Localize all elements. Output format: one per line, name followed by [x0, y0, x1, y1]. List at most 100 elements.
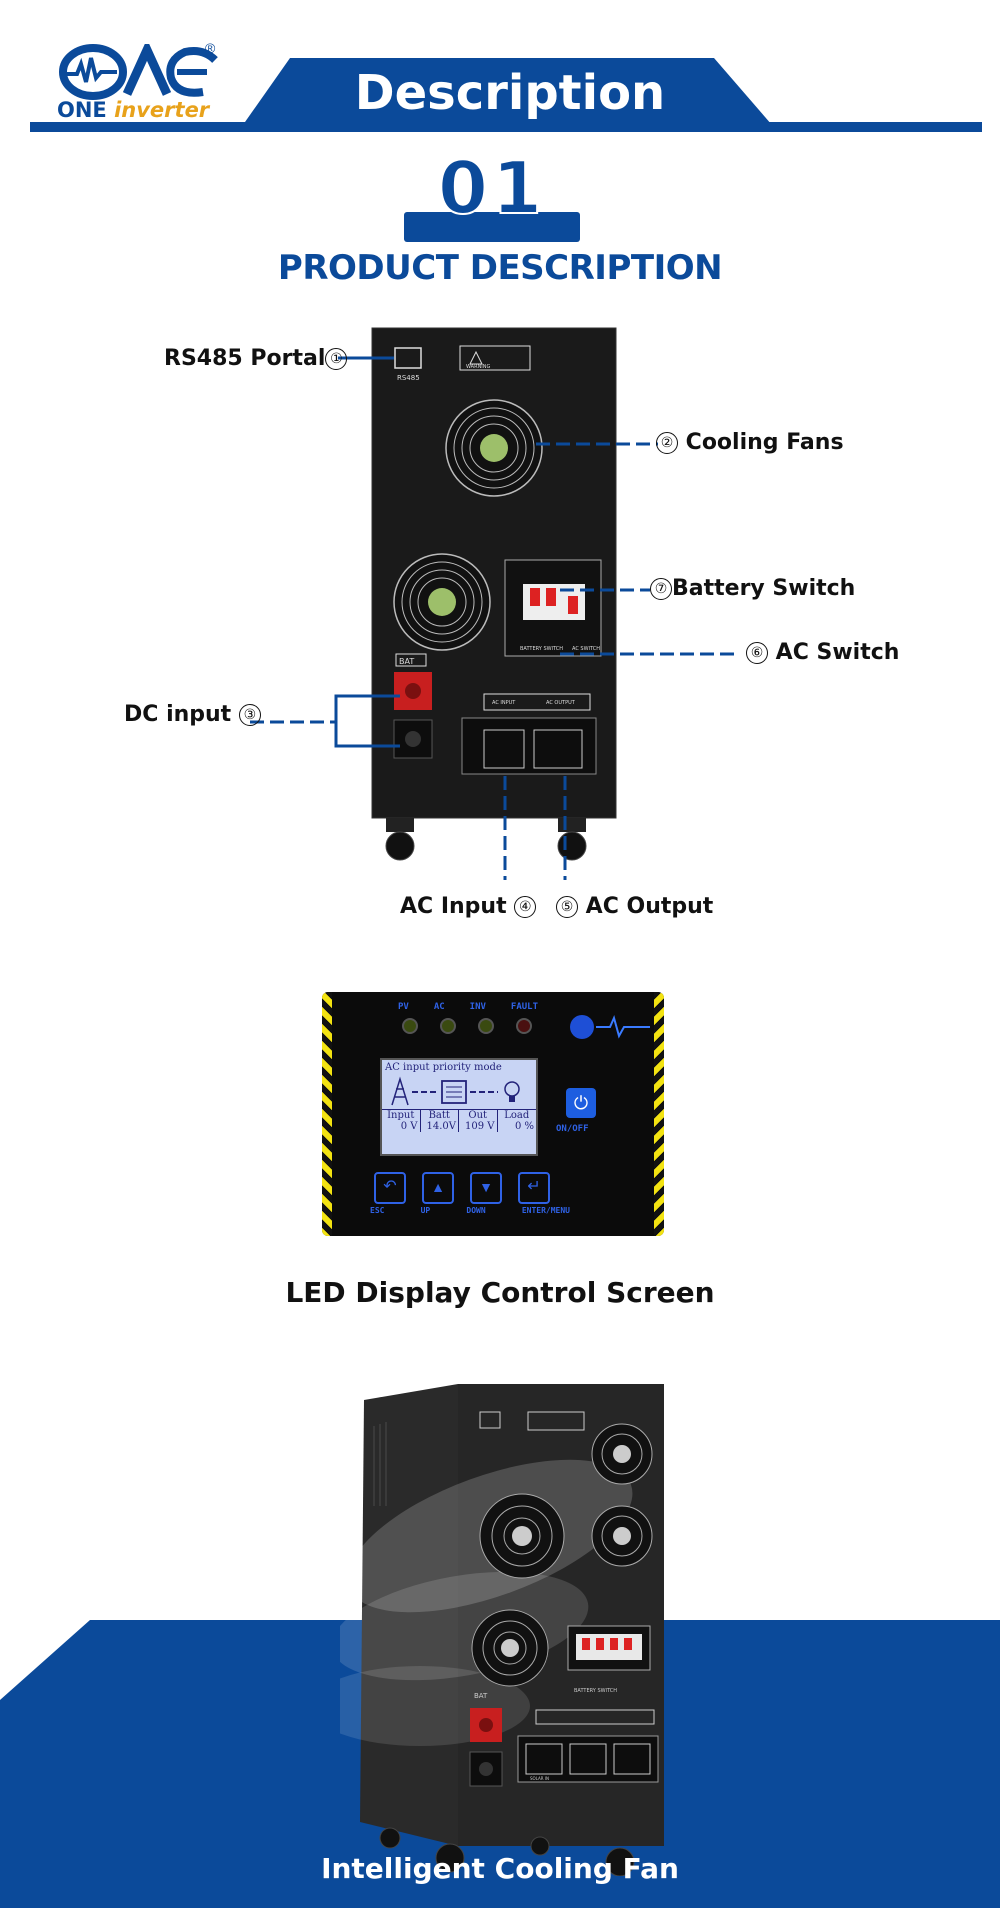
lcd-header-load: Load	[504, 1110, 530, 1121]
led-ac	[440, 1018, 456, 1034]
cooling-fan-icon	[471, 1609, 549, 1687]
bottom-caption: Intelligent Cooling Fan	[321, 1852, 679, 1885]
cooling-fan-icon	[393, 553, 491, 651]
callout-ac-output: ⑤ AC Output	[556, 894, 713, 919]
ac-switch-text: AC SWITCH	[572, 646, 600, 652]
callout-label: Battery Switch	[672, 576, 856, 601]
indicator-ac-label: AC	[433, 1002, 445, 1012]
callout-number: ②	[656, 432, 678, 454]
callout-cooling-fans: ② Cooling Fans	[656, 430, 844, 455]
caster-wheel-icon	[385, 818, 415, 861]
callout-number: ⑦	[650, 578, 672, 600]
lcd-header-input: Input	[382, 1110, 421, 1121]
callout-label: AC Output	[585, 894, 714, 919]
ac-input-terminal	[569, 1743, 607, 1775]
lcd-header-batt: Batt	[421, 1110, 459, 1121]
section-number: 01	[437, 146, 547, 230]
battery-switch-text: BATTERY SWITCH	[574, 1688, 617, 1694]
registered-mark: ®	[205, 40, 216, 56]
up-label: UP	[420, 1206, 431, 1215]
led-inv	[478, 1018, 494, 1034]
led-fault	[516, 1018, 532, 1034]
lcd-value-out: 109 V	[459, 1121, 498, 1132]
rs485-port-icon	[394, 347, 422, 369]
enter-arrow-icon: ↵	[527, 1178, 541, 1195]
lcd-caption: LED Display Control Screen	[285, 1276, 715, 1309]
dc-input-bracket	[334, 694, 400, 748]
caster-wheel-icon	[530, 1836, 550, 1856]
lcd-screen: AC input priority mode Input Batt Out Lo…	[380, 1058, 538, 1156]
warning-label	[527, 1411, 585, 1431]
pylon-icon	[391, 1076, 409, 1106]
callout-ac-switch: ⑥ AC Switch	[746, 640, 899, 665]
lcd-readings-table: Input Batt Out Load 0 V 14.0V 109 V 0 %	[382, 1109, 536, 1132]
led-pv	[402, 1018, 418, 1034]
product-front-diagram: RS485 WARNING BATTERY SWITCH AC SWITCH B…	[250, 327, 740, 880]
dc-negative-terminal	[469, 1751, 503, 1787]
leader-lines	[250, 356, 740, 880]
rs485-port-icon	[479, 1411, 501, 1429]
down-arrow-icon: ▼	[479, 1179, 493, 1195]
cooling-fan-icon	[591, 1505, 653, 1567]
caster-wheel-icon	[557, 818, 587, 861]
callout-number: ⑥	[746, 642, 768, 664]
lcd-value-input: 0 V	[382, 1121, 421, 1132]
callout-label: RS485 Portal	[164, 346, 326, 371]
battery-icon	[441, 1080, 467, 1104]
bat-label: BAT	[399, 657, 414, 666]
callout-label: Cooling Fans	[685, 430, 844, 455]
lcd-value-batt: 14.0V	[421, 1121, 459, 1132]
caster-wheel-icon	[379, 1827, 401, 1849]
solar-in-terminal	[525, 1743, 563, 1775]
battery-switch-text: BATTERY SWITCH	[520, 646, 563, 652]
warning-icon	[469, 350, 483, 365]
caster-wheel-icon	[435, 1843, 465, 1873]
up-button[interactable]: ▲	[422, 1172, 454, 1204]
up-arrow-icon: ▲	[431, 1179, 445, 1195]
ac-output-terminal	[533, 729, 583, 769]
indicator-pv-label: PV	[398, 1002, 409, 1012]
ac-terminal-labels	[483, 693, 591, 711]
esc-button[interactable]: ↶	[374, 1172, 406, 1204]
bulb-icon	[504, 1081, 520, 1097]
section-number-bar	[404, 212, 580, 242]
indicator-inv-label: INV	[469, 1002, 486, 1012]
power-button-label: ON/OFF	[556, 1124, 589, 1134]
callout-dc-input: DC input ③	[124, 702, 261, 727]
callout-number: ③	[238, 704, 261, 726]
hazard-stripe-left	[322, 992, 332, 1236]
ac-input-terminal	[483, 729, 525, 769]
nav-button-labels: ESC UP DOWN ENTER/MENU	[370, 1206, 570, 1215]
hazard-stripe-right	[654, 992, 664, 1236]
esc-label: ESC	[370, 1206, 385, 1215]
lcd-header-out: Out	[459, 1110, 498, 1121]
ac-output-terminal	[613, 1743, 651, 1775]
indicator-fault-label: FAULT	[510, 1002, 538, 1012]
callout-ac-input: AC Input ④	[400, 894, 537, 919]
warning-label	[459, 345, 531, 371]
brand-wordmark: ONE inverter	[57, 98, 209, 122]
enter-button[interactable]: ↵	[518, 1172, 550, 1204]
rs485-port-text: RS485	[397, 374, 420, 382]
ac-output-small-text: AC OUTPUT	[546, 700, 576, 706]
callout-number: ①	[325, 348, 348, 370]
logo-mark	[59, 39, 218, 100]
header-trapezoid	[238, 58, 778, 132]
brand-logo: ® ONE inverter	[55, 39, 225, 124]
enter-menu-label: ENTER/MENU	[521, 1206, 570, 1215]
back-arrow-icon: ↶	[383, 1178, 397, 1195]
brand-badge-icon	[570, 1015, 650, 1039]
brand-line2: inverter	[114, 98, 210, 122]
lcd-mode-text: AC input priority mode	[385, 1062, 502, 1073]
callout-number: ⑤	[556, 896, 578, 918]
power-button[interactable]: ⏻	[566, 1088, 596, 1118]
product-angled-view: BATTERY SWITCH BAT SOLAR IN	[340, 1384, 664, 1876]
ac-input-small-text: AC INPUT	[492, 700, 516, 706]
down-button[interactable]: ▼	[470, 1172, 502, 1204]
callout-label: DC input	[124, 702, 232, 727]
indicator-labels: PV AC INV FAULT	[398, 1002, 538, 1012]
callout-number: ④	[514, 896, 537, 918]
control-panel: PV AC INV FAULT AC input priority mode I…	[322, 992, 664, 1236]
